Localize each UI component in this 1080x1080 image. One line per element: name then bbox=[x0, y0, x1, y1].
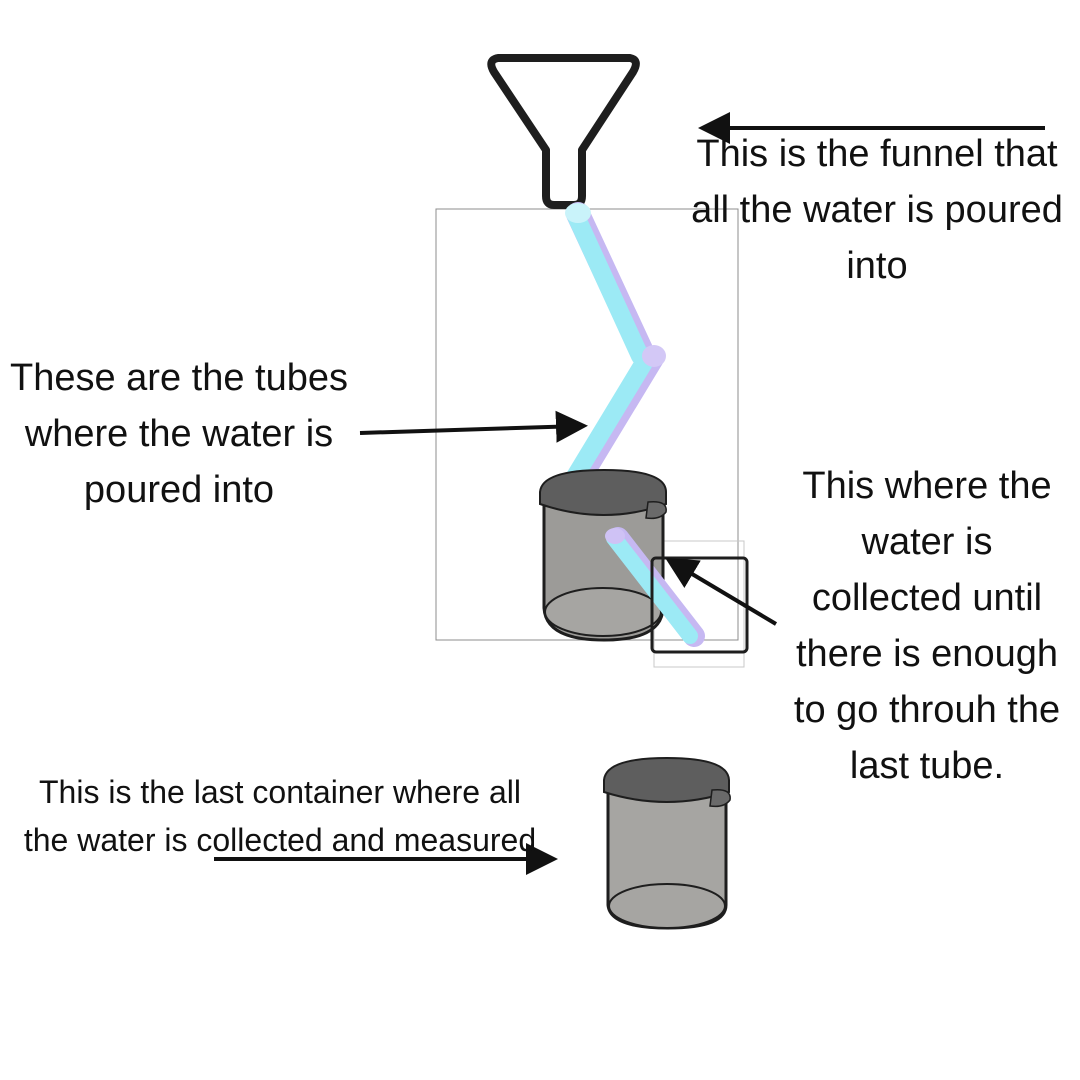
arrow-icon bbox=[665, 557, 778, 626]
container-icon bbox=[539, 468, 667, 642]
collection-label: This where the water is collected until … bbox=[793, 465, 1061, 787]
funnel-icon bbox=[487, 54, 640, 209]
last-container-label: This is the last container where all the… bbox=[23, 774, 537, 858]
arrow-icon bbox=[359, 410, 588, 443]
tubes-label: These are the tubes where the water is p… bbox=[10, 357, 348, 511]
tube-middle-segment bbox=[559, 345, 666, 502]
tube-upper-segment bbox=[565, 202, 656, 368]
last-container-icon bbox=[603, 756, 731, 930]
funnel-label: This is the funnel that all the water is… bbox=[691, 133, 1063, 287]
